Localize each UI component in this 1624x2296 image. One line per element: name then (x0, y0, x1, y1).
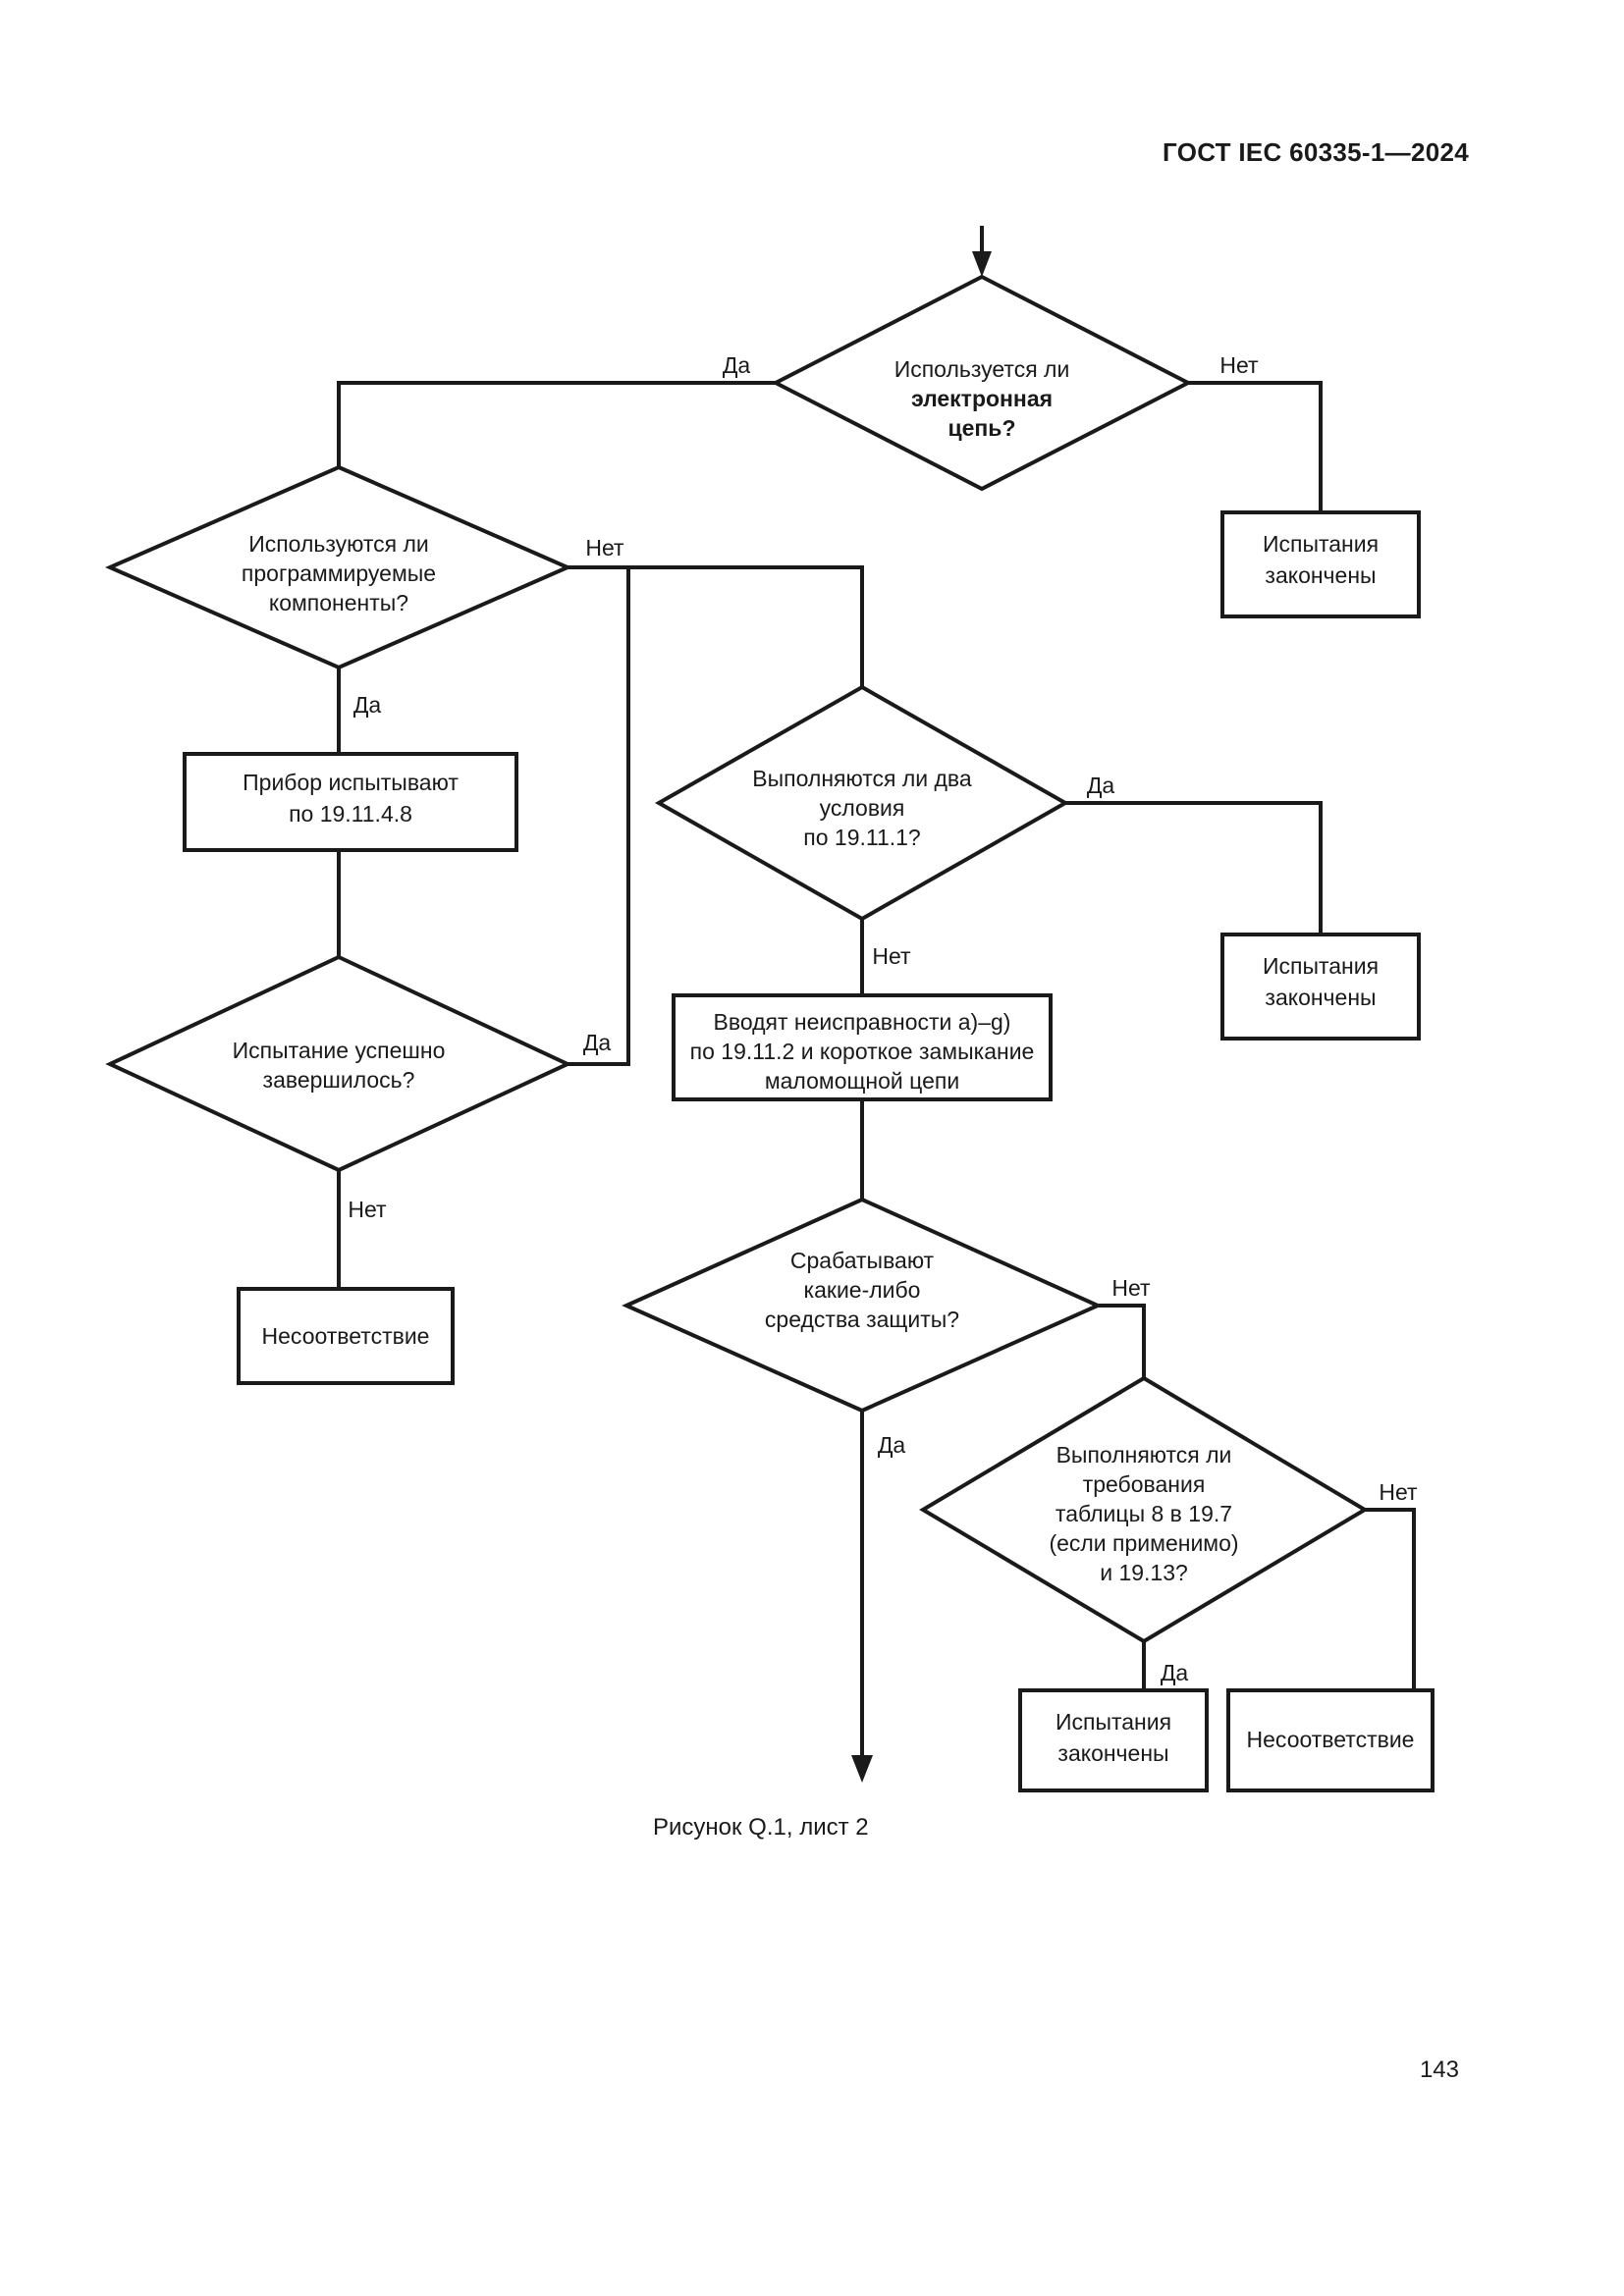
edge-label-electronic-no: Нет (1219, 352, 1259, 378)
decision-two-conditions-line-1: Выполняются ли два (752, 766, 972, 791)
connector-electronic-yes-to-programmable (337, 381, 776, 467)
terminal-shape-noncompliance-right (1226, 1688, 1435, 1792)
connector-protective-no-to-table8 (1098, 1304, 1146, 1378)
decision-table8-line-4: (если применимо) (1049, 1530, 1238, 1556)
terminal-tests-done-mid-line-2: закончены (1265, 985, 1376, 1010)
document-header-standard-number: ГОСТ IEC 60335-1—2024 (1163, 137, 1469, 167)
decision-electronic-line-3: цепь? (947, 415, 1015, 441)
terminal-noncompliance-left-text: Несоответствие (262, 1323, 430, 1349)
decision-electronic-line-2: электронная (911, 386, 1053, 411)
node-process-test-19-11-4-8[interactable]: Прибор испытывают по 19.11.4.8 (183, 752, 518, 852)
node-process-introduce-faults[interactable]: Вводят неисправности a)–g) по 19.11.2 и … (672, 993, 1053, 1101)
process-test-line-2: по 19.11.4.8 (289, 801, 412, 827)
terminal-shape-noncompliance-left (237, 1287, 455, 1385)
terminal-tests-done-top-line-1: Испытания (1263, 531, 1379, 557)
node-decision-programmable-components[interactable]: Используются ли программируемые компонен… (105, 464, 572, 670)
edge-label-test-success-no: Нет (348, 1197, 387, 1222)
terminal-noncompliance-right-text: Несоответствие (1247, 1727, 1415, 1752)
decision-test-success-line-2: завершилось? (263, 1067, 415, 1093)
process-shape-test-19-11-4-8 (183, 752, 518, 852)
terminal-tests-done-bottom-line-2: закончены (1057, 1740, 1168, 1766)
decision-shape-programmable (105, 464, 572, 670)
decision-programmable-line-2: программируемые (242, 561, 436, 586)
figure-caption: Рисунок Q.1, лист 2 (653, 1814, 869, 1841)
edge-label-protective-no: Нет (1111, 1275, 1151, 1301)
decision-programmable-line-3: компоненты? (269, 590, 408, 615)
edge-label-table8-yes: Да (1161, 1660, 1189, 1685)
node-decision-table8-requirements[interactable]: Выполняются ли требования таблицы 8 в 19… (919, 1375, 1369, 1644)
decision-two-conditions-line-2: условия (820, 795, 905, 821)
decision-protective-line-1: Срабатывают (790, 1248, 935, 1273)
decision-shape-two-conditions (654, 684, 1070, 922)
terminal-tests-done-bottom-line-1: Испытания (1056, 1709, 1171, 1735)
terminal-shape-tests-done-bottom (1018, 1688, 1209, 1792)
process-test-line-1: Прибор испытывают (243, 770, 459, 795)
decision-table8-line-2: требования (1083, 1471, 1206, 1497)
decision-shape-protective-devices (622, 1197, 1103, 1414)
decision-table8-line-3: таблицы 8 в 19.7 (1056, 1501, 1232, 1526)
process-shape-introduce-faults (672, 993, 1053, 1101)
node-decision-two-conditions[interactable]: Выполняются ли два условия по 19.11.1? (654, 684, 1070, 922)
decision-table8-line-1: Выполняются ли (1056, 1442, 1232, 1468)
connector-electronic-no-to-tests-done-top (1188, 381, 1323, 512)
node-terminal-tests-done-mid[interactable]: Испытания закончены (1220, 933, 1421, 1041)
decision-programmable-line-1: Используются ли (248, 531, 429, 557)
edge-label-programmable-yes: Да (353, 692, 382, 718)
node-terminal-noncompliance-right[interactable]: Несоответствие (1226, 1688, 1435, 1792)
node-decision-protective-devices[interactable]: Срабатывают какие-либо средства защиты? (622, 1197, 1103, 1414)
node-decision-test-success[interactable]: Испытание успешно завершилось? (105, 954, 572, 1173)
edge-label-programmable-no: Нет (585, 535, 624, 561)
decision-shape-electronic (771, 274, 1193, 492)
edge-label-test-success-yes: Да (583, 1030, 612, 1055)
edge-label-two-conditions-yes: Да (1087, 773, 1115, 798)
downflow-arrowhead-icon (851, 1755, 873, 1783)
node-terminal-tests-done-bottom[interactable]: Испытания закончены (1018, 1688, 1209, 1792)
terminal-shape-tests-done-mid (1220, 933, 1421, 1041)
node-terminal-noncompliance-left[interactable]: Несоответствие (237, 1287, 455, 1385)
decision-test-success-line-1: Испытание успешно (233, 1038, 446, 1063)
connector-layer (337, 226, 1416, 1783)
terminal-shape-tests-done-top (1220, 510, 1421, 618)
edge-label-table8-no: Нет (1379, 1479, 1418, 1505)
connector-programmable-no-to-two-conditions (568, 565, 864, 687)
decision-protective-line-2: какие-либо (804, 1277, 921, 1303)
decision-table8-line-5: и 19.13? (1100, 1560, 1188, 1585)
edge-label-two-conditions-no: Нет (872, 943, 911, 969)
terminal-tests-done-top-line-2: закончены (1265, 562, 1376, 588)
connector-table8-no-to-noncompliance-right (1365, 1508, 1416, 1690)
connector-two-conditions-yes-to-tests-done-mid (1065, 801, 1323, 934)
process-faults-line-1: Вводят неисправности a)–g) (714, 1009, 1011, 1035)
process-faults-line-3: маломощной цепи (765, 1068, 959, 1094)
node-terminal-tests-done-top[interactable]: Испытания закончены (1220, 510, 1421, 618)
decision-shape-test-success (105, 954, 572, 1173)
decision-two-conditions-line-3: по 19.11.1? (803, 825, 920, 850)
node-decision-electronic-circuit[interactable]: Используется ли электронная цепь? (771, 274, 1193, 492)
page-number: 143 (1419, 2056, 1459, 2083)
entry-arrowhead-icon (972, 251, 992, 277)
terminal-tests-done-mid-line-1: Испытания (1263, 953, 1379, 979)
decision-electronic-line-1: Используется ли (894, 356, 1070, 382)
decision-shape-table8 (919, 1375, 1369, 1644)
edge-label-electronic-yes: Да (723, 352, 751, 378)
edge-label-protective-yes: Да (878, 1432, 906, 1458)
process-faults-line-2: по 19.11.2 и короткое замыкание (690, 1039, 1035, 1064)
decision-protective-line-3: средства защиты? (765, 1307, 959, 1332)
